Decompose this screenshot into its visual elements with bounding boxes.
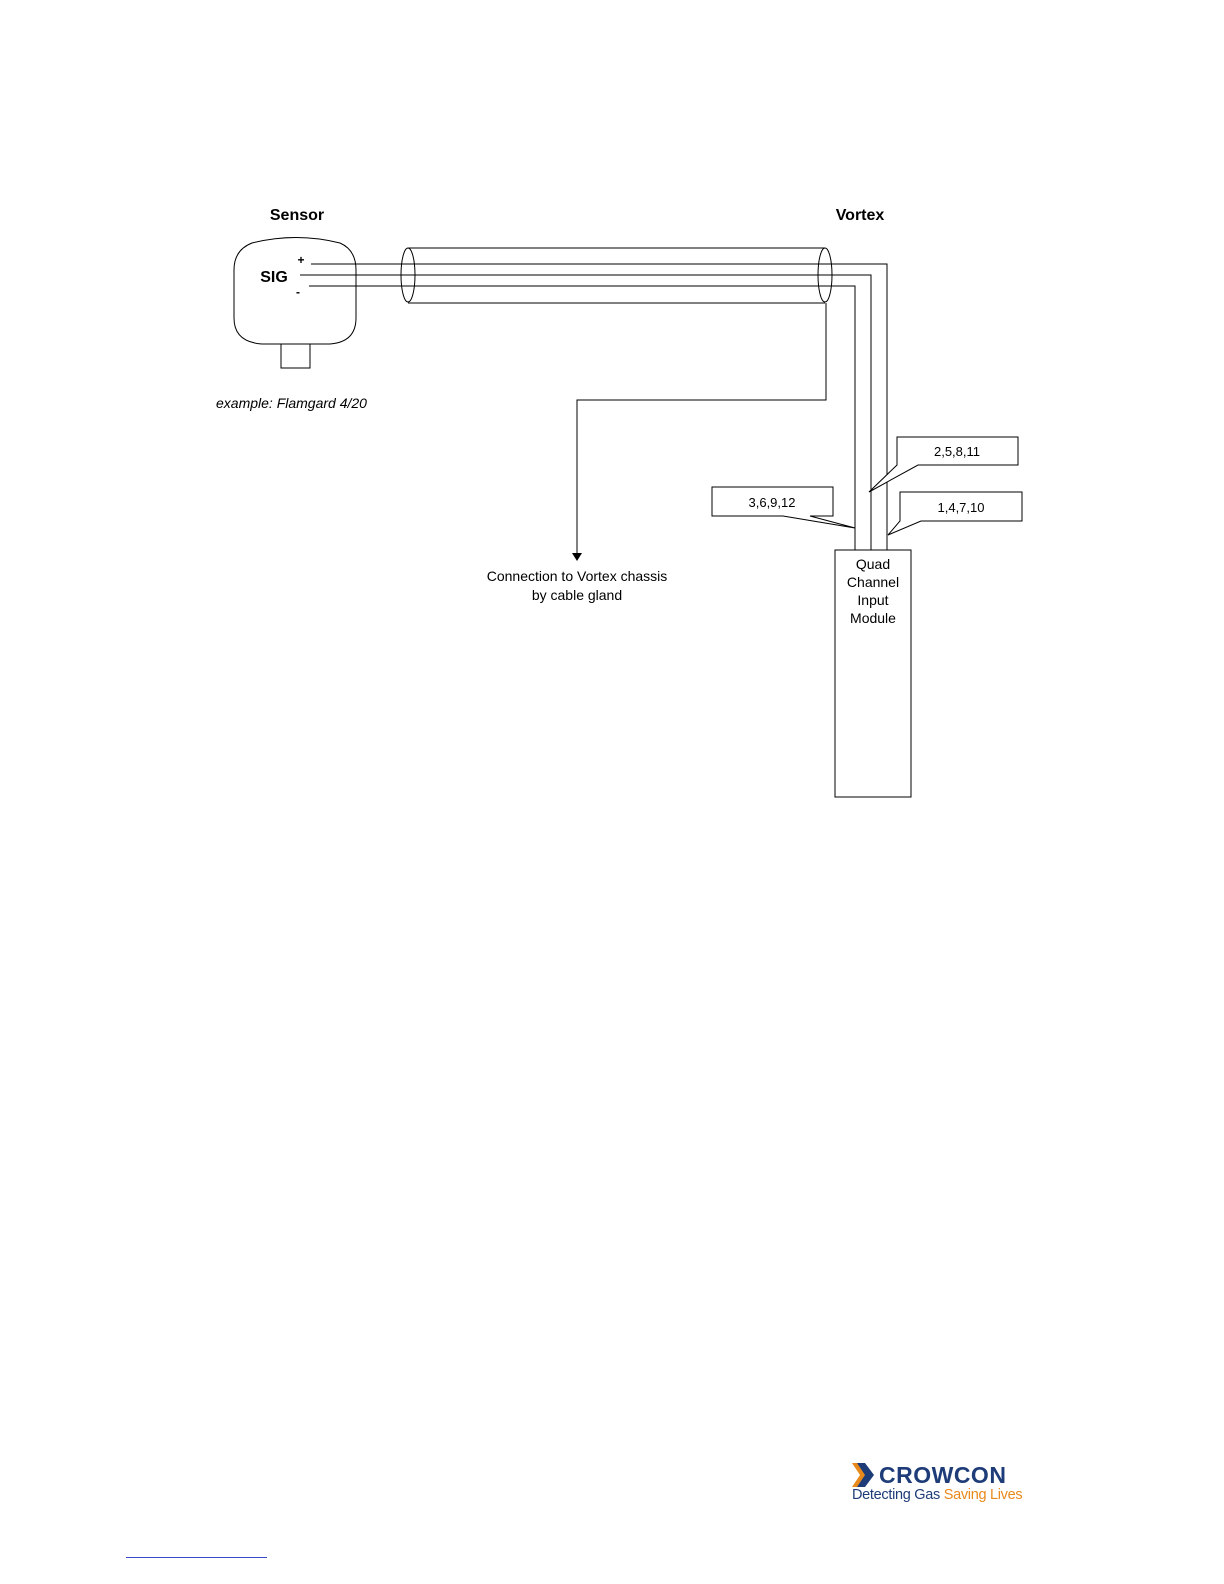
brand-tagline: Detecting Gas Saving Lives [852, 1487, 1022, 1503]
tagline-part1: Detecting Gas [852, 1487, 940, 1503]
vortex-title: Vortex [836, 207, 885, 224]
footer-link-rule [126, 1557, 267, 1558]
sensor-device [234, 238, 356, 369]
crowcon-logo: CROWCON Detecting Gas Saving Lives [852, 1462, 1052, 1510]
plus-terminal-label: + [297, 253, 304, 267]
minus-terminal-label: - [296, 285, 300, 299]
callout-left-text: 3,6,9,12 [749, 495, 796, 510]
callout-right-text: 1,4,7,10 [938, 500, 985, 515]
chassis-label-line2: by cable gland [532, 587, 622, 603]
module-label-line2: Channel [847, 574, 899, 590]
sensor-base [281, 344, 310, 368]
crowcon-mark-icon [852, 1463, 876, 1487]
module-label-line4: Module [850, 610, 896, 626]
sensor-example-caption: example: Flamgard 4/20 [216, 395, 367, 411]
callout-top-text: 2,5,8,11 [934, 444, 980, 459]
module-label-line3: Input [857, 592, 888, 608]
sig-label: SIG [260, 269, 288, 286]
tagline-part2: Saving Lives [944, 1487, 1023, 1503]
chassis-label-line1: Connection to Vortex chassis [487, 568, 668, 584]
module-label-line1: Quad [856, 556, 890, 572]
brand-name: CROWCON [879, 1462, 1006, 1489]
sensor-title: Sensor [270, 207, 324, 224]
chassis-arrow [572, 553, 582, 561]
